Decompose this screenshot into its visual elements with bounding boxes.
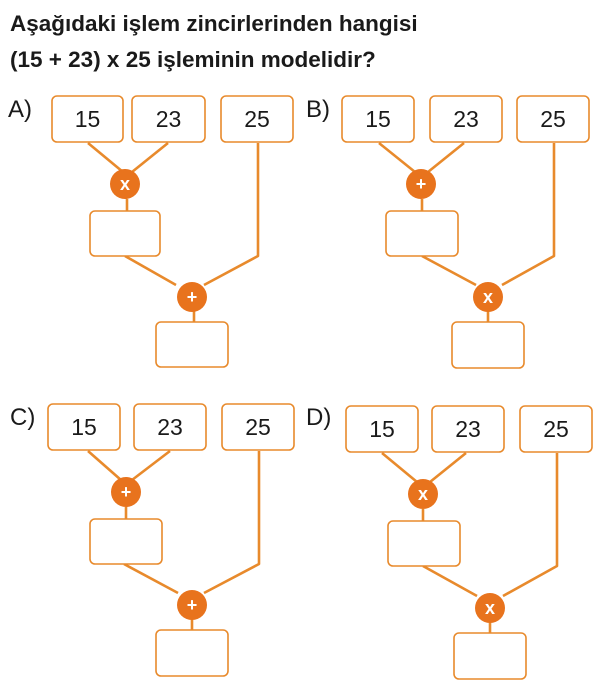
number-15: 15 [75, 106, 101, 132]
first-operator: x [418, 484, 428, 504]
first-operator-circle [408, 479, 438, 509]
second-operator-circle [473, 282, 503, 312]
option-a[interactable]: A) 15 23 25 x + [8, 95, 308, 386]
number-25: 25 [245, 414, 271, 440]
intermediate-result-box [89, 210, 161, 257]
number-23: 23 [157, 414, 183, 440]
operation-chain-diagram: 15 23 25 + x [341, 95, 590, 369]
intermediate-result-box [89, 518, 163, 565]
intermediate-result-box [387, 520, 461, 567]
option-d[interactable]: D) 15 23 25 x x [306, 404, 600, 694]
number-25: 25 [244, 106, 270, 132]
number-25: 25 [543, 416, 569, 442]
second-operator: x [485, 598, 495, 618]
number-box-15 [51, 95, 124, 143]
second-operator: + [187, 595, 198, 615]
number-box-23 [429, 95, 503, 143]
option-label: B) [306, 96, 330, 123]
final-result-box [155, 629, 229, 677]
number-15: 15 [71, 414, 97, 440]
second-operator: x [483, 287, 493, 307]
operation-chain-diagram: 15 23 25 + + [47, 403, 295, 677]
number-23: 23 [156, 106, 182, 132]
final-result-box [451, 321, 525, 369]
question-line-1: Aşağıdaki işlem zincirlerinden hangisi [10, 11, 418, 36]
first-operator: + [121, 482, 132, 502]
first-operator: + [416, 174, 427, 194]
final-result-box [155, 321, 229, 368]
second-operator-circle [475, 593, 505, 623]
first-operator-circle [110, 169, 140, 199]
second-operator: + [187, 287, 198, 307]
number-15: 15 [365, 106, 391, 132]
question-line-2: (15 + 23) x 25 işleminin modelidir? [10, 47, 376, 72]
first-operator-circle [406, 169, 436, 199]
option-c[interactable]: C) 15 23 25 + + [10, 403, 310, 694]
number-box-23 [133, 403, 207, 451]
number-box-23 [131, 95, 206, 143]
second-operator-circle [177, 590, 207, 620]
number-box-25 [221, 403, 295, 451]
number-box-23 [431, 405, 505, 453]
first-operator: x [120, 174, 130, 194]
intermediate-result-box [385, 210, 459, 257]
option-label: C) [10, 404, 36, 431]
final-result-box [453, 632, 527, 680]
option-label: D) [306, 404, 332, 431]
operation-chain-diagram: 15 23 25 x x [345, 405, 593, 680]
number-box-25 [516, 95, 590, 143]
number-25: 25 [540, 106, 566, 132]
second-operator-circle [177, 282, 207, 312]
question-text: Aşağıdaki işlem zincirlerinden hangisi (… [10, 6, 595, 78]
number-box-25 [519, 405, 593, 453]
number-box-15 [345, 405, 419, 453]
option-b[interactable]: B) 15 23 25 + x [306, 95, 600, 386]
first-operator-circle [111, 477, 141, 507]
number-box-25 [220, 95, 294, 143]
number-23: 23 [455, 416, 481, 442]
option-label: A) [8, 96, 32, 123]
number-box-15 [47, 403, 121, 451]
number-23: 23 [453, 106, 479, 132]
number-15: 15 [369, 416, 395, 442]
operation-chain-diagram: 15 23 25 x + [51, 95, 294, 368]
number-box-15 [341, 95, 415, 143]
